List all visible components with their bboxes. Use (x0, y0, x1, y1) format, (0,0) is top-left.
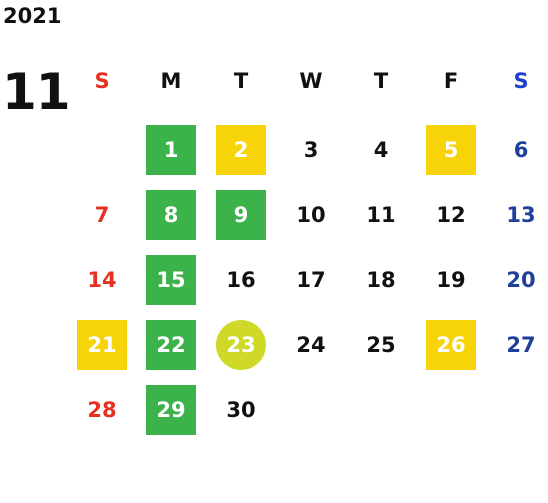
day-9[interactable]: 9 (216, 190, 266, 240)
weekday-saturday: S (513, 69, 529, 93)
day-5[interactable]: 5 (426, 125, 476, 175)
day-2[interactable]: 2 (216, 125, 266, 175)
day-6[interactable]: 6 (513, 138, 529, 162)
weekday-sunday: S (94, 69, 110, 93)
day-26[interactable]: 26 (426, 320, 476, 370)
day-21[interactable]: 21 (77, 320, 127, 370)
day-15[interactable]: 15 (146, 255, 196, 305)
day-28[interactable]: 28 (87, 398, 117, 422)
weekday-tuesday: T (233, 69, 249, 93)
day-7[interactable]: 7 (94, 203, 110, 227)
day-17[interactable]: 17 (296, 268, 326, 292)
day-20[interactable]: 20 (506, 268, 536, 292)
weekday-thursday: T (373, 69, 389, 93)
year-label: 2021 (3, 4, 62, 28)
day-30[interactable]: 30 (226, 398, 256, 422)
day-29[interactable]: 29 (146, 385, 196, 435)
day-8[interactable]: 8 (146, 190, 196, 240)
day-14[interactable]: 14 (87, 268, 117, 292)
day-11[interactable]: 11 (366, 203, 396, 227)
day-16[interactable]: 16 (226, 268, 256, 292)
day-10[interactable]: 10 (296, 203, 326, 227)
day-1[interactable]: 1 (146, 125, 196, 175)
day-27[interactable]: 27 (506, 333, 536, 357)
day-4[interactable]: 4 (373, 138, 389, 162)
day-22[interactable]: 22 (146, 320, 196, 370)
day-19[interactable]: 19 (436, 268, 466, 292)
day-25[interactable]: 25 (366, 333, 396, 357)
day-24[interactable]: 24 (296, 333, 326, 357)
month-number: 11 (2, 63, 71, 121)
weekday-friday: F (443, 69, 459, 93)
day-13[interactable]: 13 (506, 203, 536, 227)
day-12[interactable]: 12 (436, 203, 466, 227)
day-18[interactable]: 18 (366, 268, 396, 292)
weekday-monday: M (160, 69, 182, 93)
day-3[interactable]: 3 (303, 138, 319, 162)
weekday-wednesday: W (299, 69, 323, 93)
day-23[interactable]: 23 (216, 320, 266, 370)
